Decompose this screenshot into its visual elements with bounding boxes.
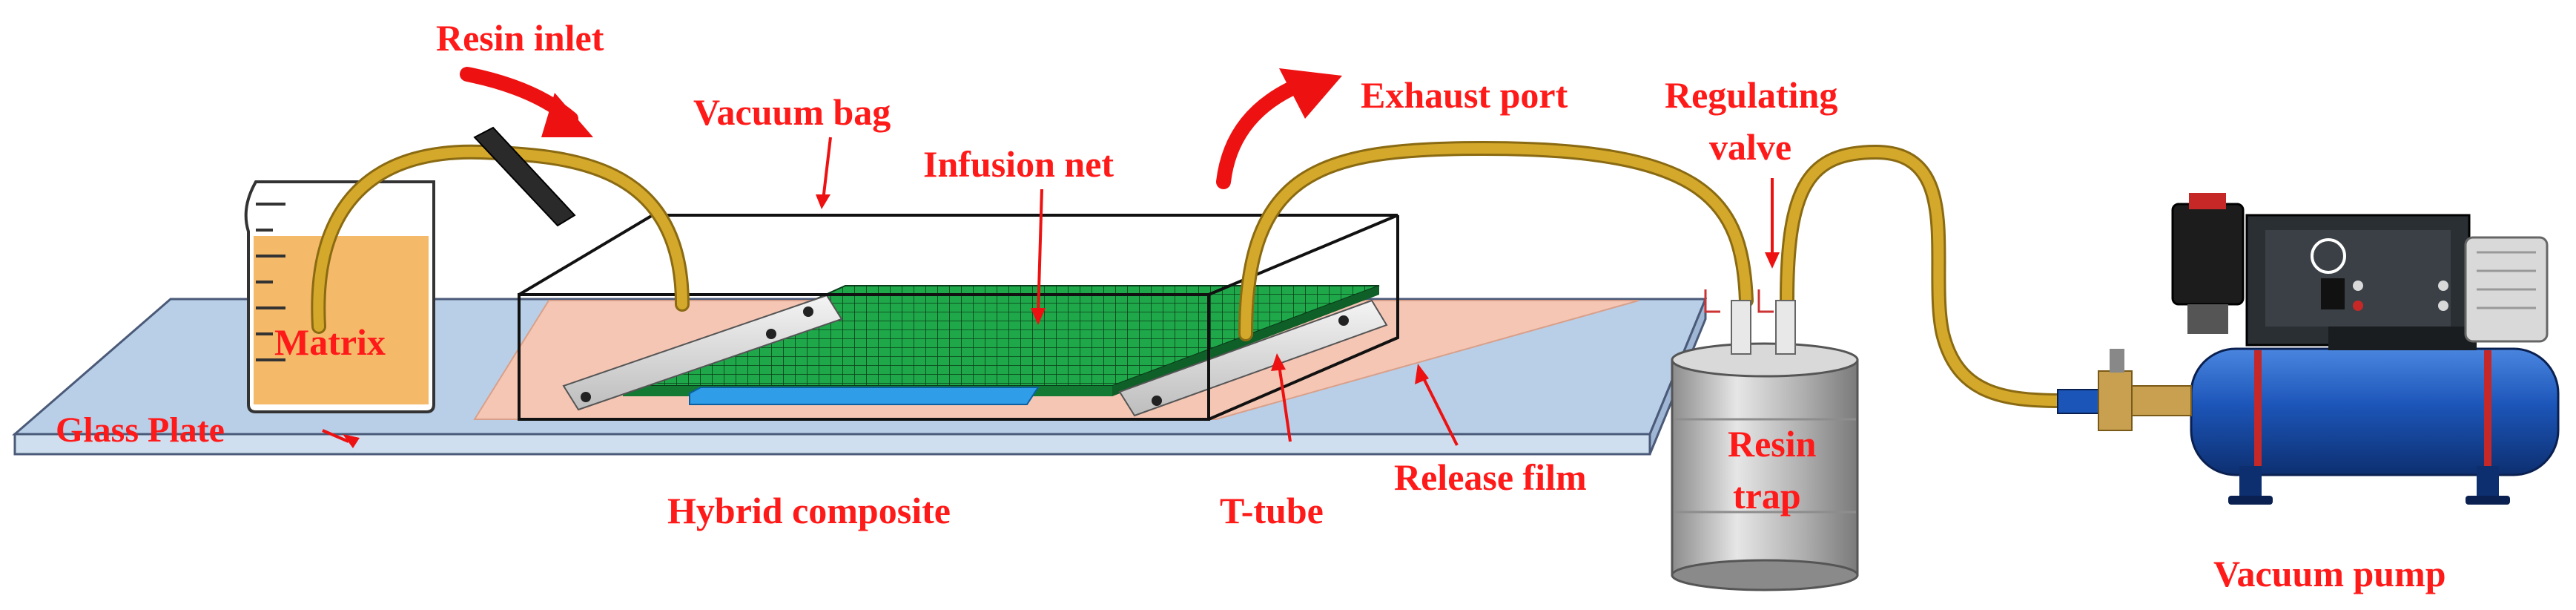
resin-inlet-label: Resin inlet (436, 17, 604, 59)
t-tube-right (1118, 299, 1388, 417)
beaker-scale (256, 203, 285, 361)
vacuum-bag (518, 214, 1399, 421)
annotation-arrows (322, 67, 1780, 448)
vacuum-pump (2057, 193, 2560, 505)
resin-trap-label-line2: trap (1733, 475, 1801, 516)
hybrid-composite-label: Hybrid composite (667, 490, 951, 531)
vacuum-line-tube (1780, 144, 2069, 408)
infusion-net-label: Infusion net (923, 143, 1114, 185)
resin-trap (1671, 289, 1859, 591)
t-tube-left (562, 294, 843, 411)
resin-trap-label-line1: Resin (1728, 423, 1817, 465)
release-film-label: Release film (1394, 456, 1587, 498)
matrix-label: Matrix (274, 321, 386, 363)
exhaust-port-label: Exhaust port (1361, 74, 1568, 116)
resin-inlet-tube (311, 144, 690, 334)
exhaust-port-curved-arrow (1216, 82, 1298, 189)
vacuum-pump-label: Vacuum pump (2213, 553, 2446, 594)
regulating-valve-label-line1: Regulating (1665, 74, 1837, 116)
vacuum-bag-label: Vacuum bag (693, 91, 891, 133)
glass-plate-label: Glass Plate (56, 410, 225, 450)
t-tube-label: T-tube (1220, 490, 1324, 531)
exhaust-tube (1238, 140, 1754, 341)
regulating-valve-label-line2: valve (1709, 126, 1791, 168)
hybrid-composite-laminate (689, 387, 1040, 405)
matrix-beaker (244, 180, 435, 413)
labels: Resin inlet Vacuum bag Infusion net Exha… (56, 17, 2446, 594)
tube-clamp (473, 126, 576, 227)
